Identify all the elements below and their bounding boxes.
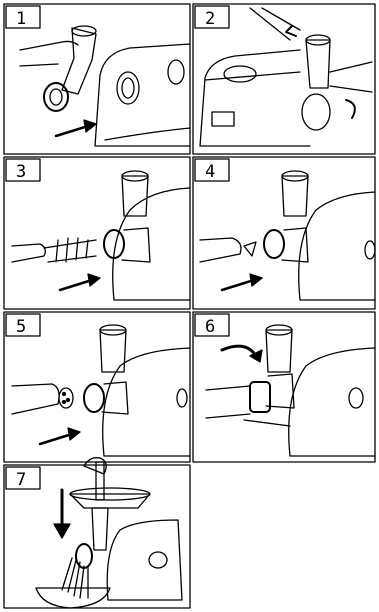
step-number: 6 [205,317,215,337]
food-tray [70,494,150,508]
step-number: 2 [205,9,215,29]
step-panel-3: 3 [4,157,190,309]
insert-arrow [40,434,72,444]
step-number: 1 [16,9,26,29]
step-panel-5: 5 [4,312,190,462]
outlet-opening [117,72,139,104]
step-panel-2: 2 [193,4,375,154]
screw-housing [84,384,104,412]
feed-tube [306,40,330,88]
grinder-body [299,192,375,300]
grinder-body [95,44,190,146]
label-plate [212,112,234,126]
ground-meat [62,558,88,598]
hand [12,384,59,414]
hand [200,238,241,262]
grinder-body [200,50,310,146]
hand [20,41,78,66]
turn-arrow [346,100,355,118]
feed-tube [92,508,108,550]
hand [330,62,372,92]
hand [206,386,290,426]
auger-screw [44,238,96,262]
step-number: 7 [16,470,26,490]
step-number: 4 [205,162,215,182]
hand [12,244,45,262]
cutting-plate [76,544,92,568]
step-panel-7: 7 [4,458,190,608]
step-number: 3 [16,162,26,182]
step-panel-6: 6 [193,312,375,462]
locking-ring [250,382,270,412]
insert-arrow [60,280,92,290]
feed-tube [282,176,308,216]
hand [84,458,106,474]
blade [244,242,256,256]
feed-tube [122,176,148,216]
cutting-plate [59,388,73,408]
feed-tube [100,330,126,372]
locking-ring [44,83,68,111]
step-number: 5 [16,317,26,337]
screw-housing [264,230,284,258]
grinder-body [107,520,182,600]
insert-arrow [56,126,88,136]
insert-arrow [222,280,254,290]
bowl [36,588,110,608]
turn-arrow [222,346,256,356]
feed-tube [266,330,292,372]
step-panel-1: 1 [4,4,190,154]
step-panel-4: 4 [193,157,375,309]
feed-tube [62,28,96,94]
